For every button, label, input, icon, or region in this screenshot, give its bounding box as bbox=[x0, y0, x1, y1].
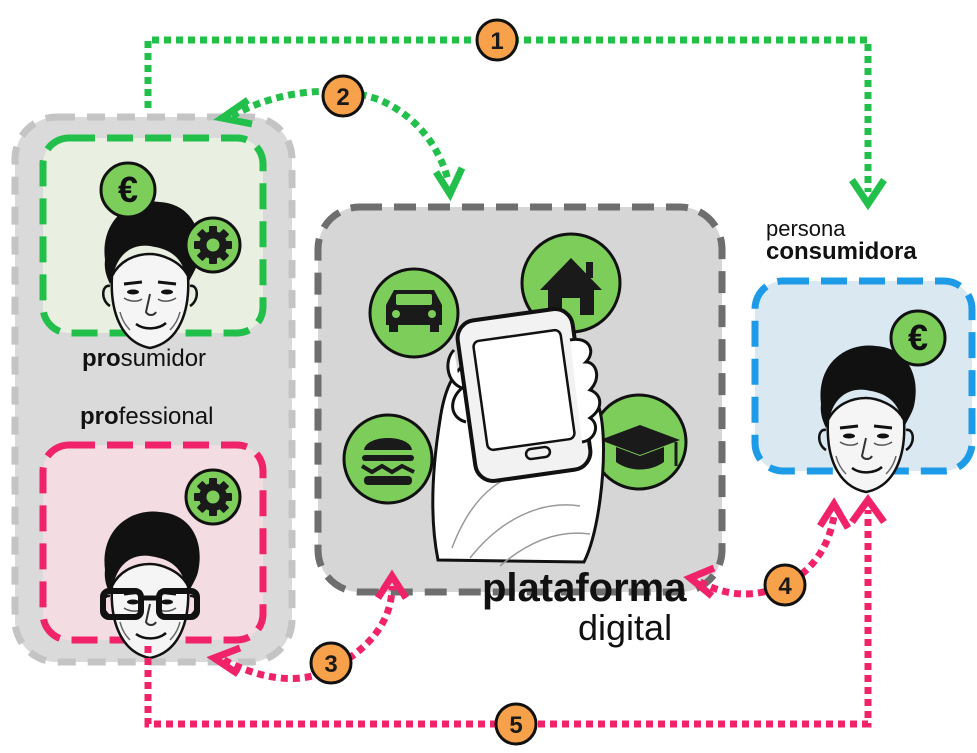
professional-label-bold: pro bbox=[80, 403, 119, 430]
prosumer-label-bold: pro bbox=[82, 345, 121, 372]
svg-text:4: 4 bbox=[778, 573, 792, 600]
svg-text:5: 5 bbox=[509, 712, 522, 739]
svg-text:3: 3 bbox=[324, 651, 337, 678]
arrow-head bbox=[817, 497, 852, 530]
professional-label: professional bbox=[80, 405, 213, 429]
svg-text:2: 2 bbox=[336, 84, 349, 111]
prosumer-label-rest: sumidor bbox=[120, 345, 207, 372]
arrow-head bbox=[683, 564, 716, 599]
graduation-cap-icon bbox=[590, 393, 688, 491]
flow-arrow-4 bbox=[698, 515, 838, 598]
arrow-head bbox=[433, 166, 466, 202]
gear-icon bbox=[184, 216, 242, 274]
flow-arrow-1 bbox=[144, 36, 872, 192]
car-icon bbox=[368, 267, 460, 359]
house-icon bbox=[520, 232, 622, 334]
platform-label-line1: plataforma bbox=[482, 566, 687, 610]
step-badge-1: 1 bbox=[475, 18, 519, 62]
arrow-head bbox=[206, 644, 242, 677]
euro-icon bbox=[99, 161, 157, 219]
euro-icon bbox=[889, 309, 947, 367]
arrow-head bbox=[375, 569, 409, 600]
hand-holding-phone bbox=[431, 307, 605, 567]
consumer-label-line2: consumidora bbox=[766, 238, 917, 265]
burger-icon bbox=[342, 413, 434, 505]
arrow-head bbox=[213, 97, 253, 128]
consumer-label-line1: persona bbox=[766, 216, 846, 241]
platform-label-line2: digital bbox=[578, 607, 673, 648]
step-badge-3: 3 bbox=[309, 641, 353, 685]
step-badge-4: 4 bbox=[763, 563, 807, 607]
arrow-head bbox=[849, 178, 887, 211]
prosumer-label: prosumidor bbox=[82, 347, 206, 371]
gear-icon bbox=[184, 468, 242, 526]
step-badge-2: 2 bbox=[321, 74, 365, 118]
arrow-head bbox=[849, 494, 887, 525]
svg-text:1: 1 bbox=[490, 28, 503, 55]
professional-label-rest: fessional bbox=[118, 403, 214, 430]
flow-arrow-2 bbox=[230, 87, 452, 181]
glasses-icon bbox=[100, 588, 200, 620]
step-badge-5: 5 bbox=[494, 702, 538, 746]
